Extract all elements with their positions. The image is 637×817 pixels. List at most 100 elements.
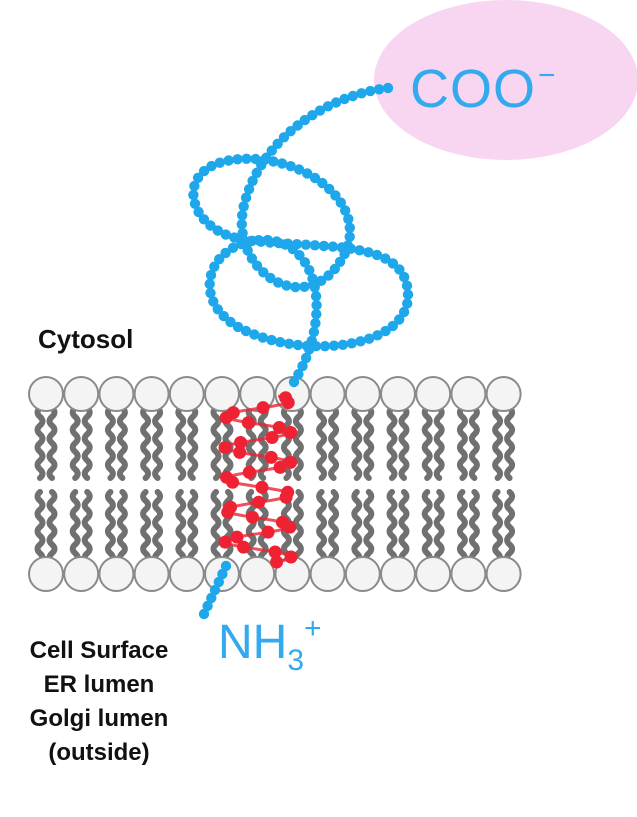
chain-residue (232, 321, 244, 333)
chain-residue (220, 229, 231, 240)
lipid-tail (46, 489, 58, 565)
lipid-head (28, 376, 64, 412)
helix-residue (242, 465, 256, 479)
lipid-head (415, 556, 452, 592)
lipid-tail (386, 489, 398, 565)
chain-residue (323, 270, 334, 281)
cell-surface-label: Cell Surface (29, 637, 169, 664)
chain-residue (241, 153, 252, 164)
n-terminus-charge: + (304, 612, 322, 645)
chain-residue (309, 282, 320, 293)
er-lumen-label: ER lumen (43, 671, 155, 698)
chain-residue (318, 240, 330, 252)
chain-residue (198, 165, 210, 177)
lipid-head (450, 376, 487, 412)
chain-residue (327, 241, 339, 252)
helix-residue (270, 555, 284, 569)
chain-residue (198, 214, 210, 225)
chain-residue (340, 205, 351, 216)
lipid-tail (292, 489, 304, 565)
lipid-head (133, 376, 170, 412)
n-terminus-subscript: 3 (287, 644, 305, 677)
chain-residue (401, 280, 413, 291)
chain-residue (292, 120, 303, 131)
chain-residue (266, 145, 277, 156)
chain-residue (329, 263, 340, 275)
lipid-tail (104, 489, 116, 565)
chain-residue (189, 180, 200, 192)
lipid-tail (492, 489, 504, 565)
lipid-head (168, 376, 205, 412)
chain-residue (322, 101, 334, 112)
chain-residue (402, 289, 414, 300)
chain-residue (308, 326, 320, 338)
chain-residue (300, 352, 312, 364)
lipid-tail (140, 489, 152, 565)
chain-residue (294, 250, 305, 261)
chain-residue (343, 213, 354, 225)
helix-residue (220, 470, 233, 484)
chain-residue (337, 339, 349, 350)
chain-residue (330, 190, 341, 201)
chain-residue (225, 316, 236, 328)
chain-residue (354, 245, 365, 256)
lipid-tail (328, 489, 340, 565)
chain-residue (247, 175, 258, 187)
lipid-tail (69, 405, 81, 481)
chain-residue (306, 335, 317, 346)
lipid-tail (468, 405, 480, 481)
lipid-tail (104, 405, 116, 481)
chain-residue (365, 85, 376, 97)
chain-residue (311, 300, 322, 311)
lipid-heads (28, 376, 522, 592)
lipid-tail (421, 405, 433, 481)
chain-residue (336, 242, 347, 253)
chain-residue (189, 198, 201, 209)
lipid-head (450, 556, 487, 592)
chain-residue (311, 309, 322, 320)
chain-residue (290, 281, 301, 293)
helix-residue (230, 530, 244, 544)
lipid-tail (351, 489, 363, 565)
lipid-tail (34, 489, 46, 565)
lipid-tail (81, 405, 93, 481)
lipid-tail (257, 405, 269, 481)
lipid-head (415, 376, 452, 412)
lipid-head (309, 556, 346, 592)
chain-residue (258, 267, 269, 278)
chain-residue (212, 225, 223, 236)
helix-residue (261, 525, 275, 539)
chain-residue (316, 275, 327, 286)
chain-residue (259, 154, 270, 166)
chain-residue (380, 253, 391, 264)
helix-residue (279, 391, 293, 405)
chain-residue (271, 236, 282, 247)
polypeptide-chain (188, 82, 414, 620)
transmembrane-helix (218, 391, 298, 569)
chain-residue (380, 325, 391, 337)
chain-residue (202, 600, 213, 612)
lipid-head (380, 556, 416, 592)
chain-residue (214, 254, 225, 265)
c-terminus-label: COO− (410, 58, 557, 120)
chain-residue (237, 210, 248, 221)
helix-residue (246, 510, 259, 524)
c-terminus-region (374, 0, 637, 160)
chain-residue (246, 253, 258, 264)
chain-residue (371, 249, 383, 261)
lipid-tail (421, 489, 433, 565)
chain-residue (330, 97, 342, 108)
lipid-tail (504, 489, 516, 565)
lipid-head (98, 376, 135, 412)
chain-residue (192, 172, 204, 183)
chain-residue (217, 568, 228, 580)
lipid-head (168, 556, 205, 592)
chain-residue (198, 608, 210, 620)
lipid-tail (69, 489, 81, 565)
lipid-tail (187, 405, 199, 481)
chain-residue (251, 260, 263, 271)
helix-residue (255, 480, 269, 494)
chain-residue (232, 154, 243, 165)
